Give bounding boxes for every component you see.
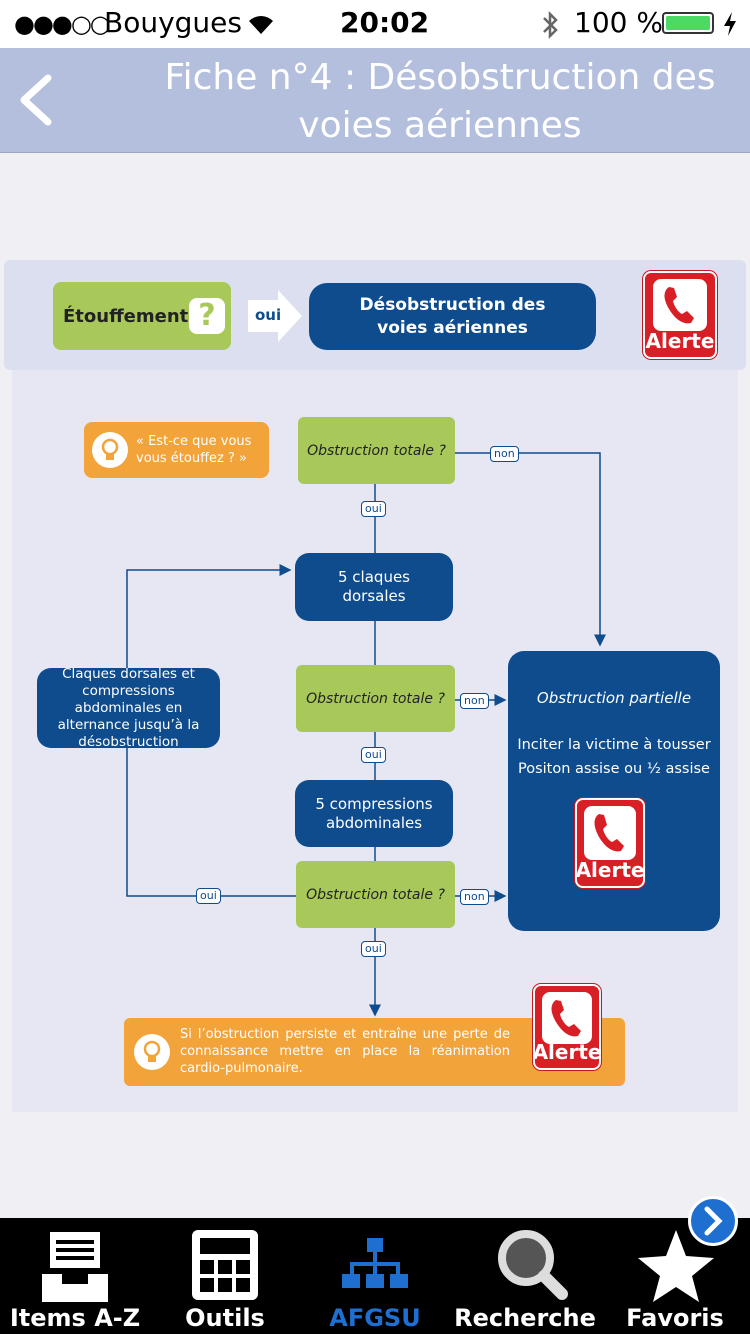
tab-label: Recherche [454, 1304, 596, 1332]
phone-icon [653, 279, 707, 331]
yes-tag-loop: oui [196, 888, 221, 904]
tab-label: Outils [185, 1304, 265, 1332]
alert-button-bottom[interactable]: Alerte [533, 984, 601, 1070]
partial-title: Obstruction partielle [536, 689, 692, 707]
question-box-1: Obstruction totale ? [298, 417, 455, 484]
question-icon: ? [189, 298, 225, 334]
phone-icon [584, 806, 636, 860]
hierarchy-icon [342, 1238, 408, 1288]
alert-label: Alerte [645, 329, 715, 353]
yes-tag-3: oui [361, 941, 386, 957]
alternate-box: Claques dorsales et compressions abdomin… [37, 666, 220, 750]
tab-afgsu[interactable]: AFGSU [300, 1218, 450, 1334]
tab-outils[interactable]: Outils [150, 1218, 300, 1334]
bottom-note-text: Si l’obstruction persiste et entraîne un… [180, 1027, 510, 1076]
charging-icon [724, 12, 736, 36]
navigation-bar: Fiche n°4 : Désobstruction des voies aér… [0, 48, 750, 153]
tab-label: Favoris [626, 1304, 724, 1332]
no-tag-3: non [460, 889, 489, 905]
battery-icon [662, 12, 714, 34]
yes-tag-1: oui [361, 501, 386, 517]
page-title: Fiche n°4 : Désobstruction des voies aér… [164, 57, 716, 146]
question-box-2: Obstruction totale ? [296, 665, 455, 732]
clock: 20:02 [340, 6, 430, 39]
tab-bar: Items A-Z Outils AFGSU Recherche [0, 1218, 750, 1334]
carrier-name: Bouygues [104, 6, 242, 39]
partial-obstruction-box: Obstruction partielle Inciter la victime… [508, 651, 720, 931]
question-box-3: Obstruction totale ? [296, 861, 455, 928]
wifi-icon [249, 16, 273, 34]
lightbulb-icon [92, 432, 128, 468]
yes-arrow-label: oui [255, 306, 282, 324]
tab-label: Items A-Z [9, 1304, 141, 1332]
yes-tag-2: oui [361, 747, 386, 763]
phone-icon [542, 992, 592, 1044]
abdominal-box: 5 compressions abdominales [295, 780, 453, 847]
hint-box: « Est-ce que vous vous étouffez ? » [84, 422, 269, 478]
calculator-icon [192, 1230, 258, 1300]
hint-text: « Est-ce que vous vous étouffez ? » [136, 434, 252, 466]
tab-label: AFGSU [329, 1304, 421, 1332]
lightbulb-icon [134, 1034, 170, 1070]
alert-button-partial[interactable]: Alerte [575, 798, 645, 888]
tab-recherche[interactable]: Recherche [450, 1218, 600, 1334]
alert-button-top[interactable]: Alerte [643, 271, 717, 359]
alert-label: Alerte [532, 1040, 602, 1064]
partial-line-1: Inciter la victime à tousser [517, 737, 711, 753]
back-chevron-icon[interactable] [14, 70, 64, 130]
tab-favoris[interactable]: Favoris [600, 1218, 750, 1334]
bluetooth-icon [543, 10, 558, 40]
tab-items-az[interactable]: Items A-Z [0, 1218, 150, 1334]
back-slaps-box: 5 claques dorsales [295, 553, 453, 621]
status-bar: ●●●○○ Bouygues 20:02 100 % [0, 0, 750, 48]
battery-percent: 100 % [574, 6, 663, 39]
alert-label: Alerte [575, 858, 645, 882]
signal-strength: ●●●○○ [14, 10, 111, 38]
chevron-right-icon [704, 1206, 723, 1236]
yes-arrow-icon [248, 290, 302, 342]
no-tag-1: non [490, 446, 519, 462]
search-icon [498, 1230, 568, 1300]
partial-line-2: Positon assise ou ½ assise [518, 761, 710, 777]
choke-label: Étouffement [63, 305, 189, 327]
next-page-button[interactable] [688, 1196, 738, 1246]
choke-box: Étouffement ? [53, 282, 231, 350]
star-icon [638, 1230, 714, 1302]
main-procedure-box: Désobstruction des voies aériennes [309, 283, 596, 350]
no-tag-2: non [460, 693, 489, 709]
inbox-icon [42, 1232, 108, 1302]
